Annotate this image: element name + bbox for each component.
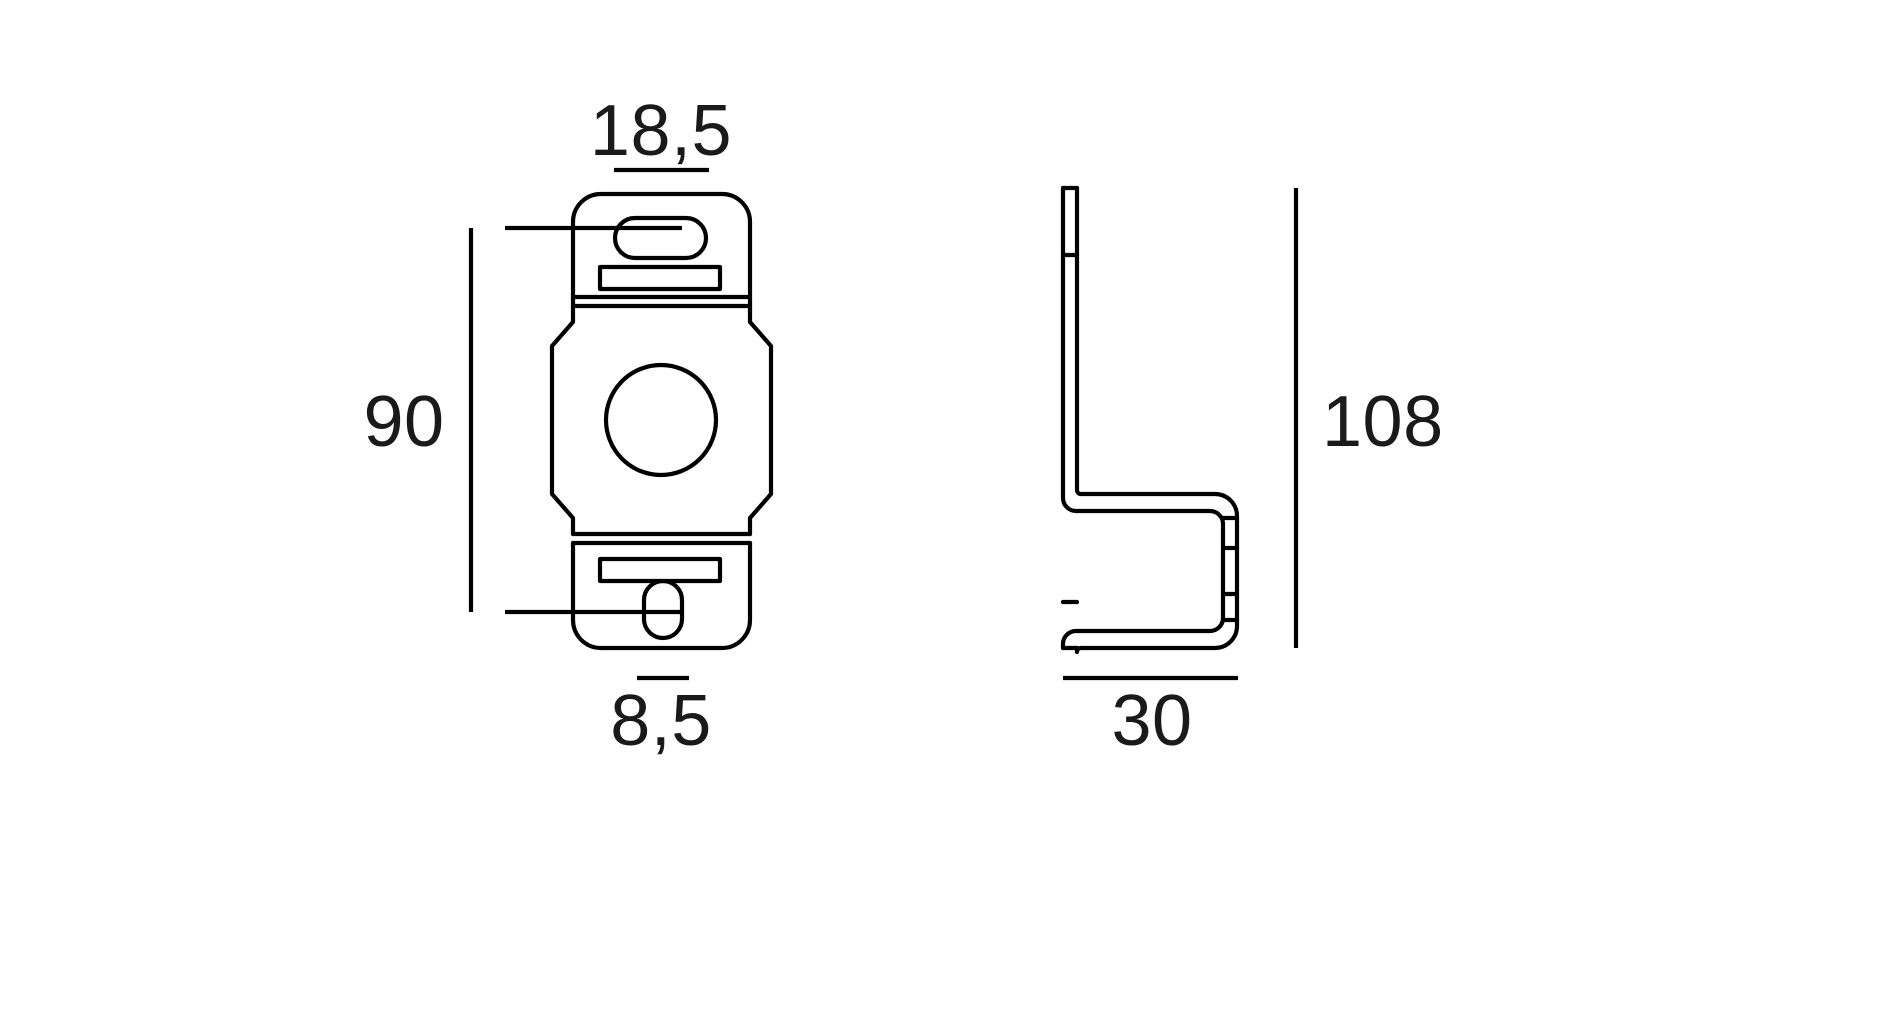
- bottom-tab-outline: [570, 540, 753, 651]
- bottom-oval-slot: [641, 578, 685, 641]
- body-left-outline: [549, 303, 576, 537]
- dim-label-side-depth: 30: [1111, 681, 1192, 761]
- dim-label-top-width: 18,5: [590, 91, 732, 171]
- dim-label-bottom-width: 8,5: [610, 681, 712, 761]
- dimension-labels: 18,5 90 8,5 30 108: [363, 91, 1443, 761]
- top-rect-slot: [597, 264, 723, 292]
- dim-label-side-height: 108: [1322, 382, 1444, 462]
- dimension-lines: [468, 167, 1299, 681]
- body-right-outline: [747, 303, 774, 537]
- side-view: [1060, 185, 1240, 655]
- center-round-hole: [603, 362, 719, 478]
- top-tab-outline: [570, 191, 753, 309]
- side-profile-inner: [1074, 185, 1240, 655]
- side-profile-outer: [1060, 185, 1226, 651]
- front-view: [549, 191, 774, 651]
- dim-label-overall-height: 90: [363, 382, 444, 462]
